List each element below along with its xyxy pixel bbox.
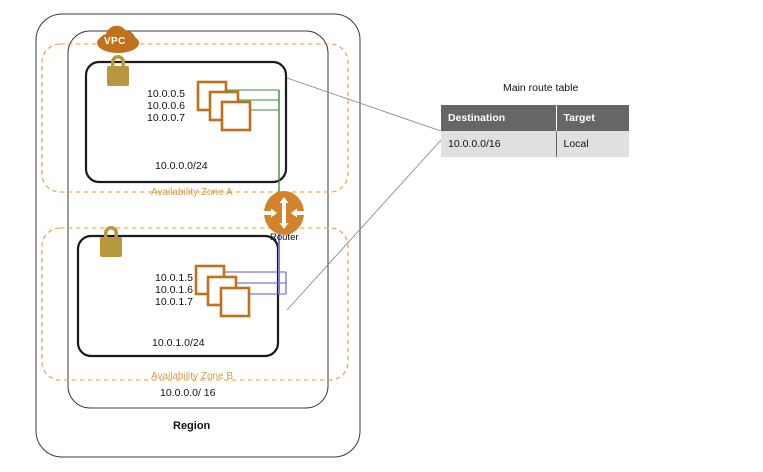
zone-b-instance-ip: 10.0.1.7: [155, 296, 193, 308]
table-header-row: Destination Target: [441, 105, 629, 131]
main-route-table: Destination Target 10.0.0.0/16 Local: [441, 105, 629, 157]
zone-b-instance-ip: 10.0.1.6: [155, 284, 193, 296]
route-table-title: Main route table: [503, 82, 579, 94]
vpc-boundary: [67, 30, 329, 409]
instance-icon: [219, 286, 251, 318]
zone-b-instance-ip: 10.0.1.5: [155, 272, 193, 284]
router-icon[interactable]: [264, 191, 304, 235]
subnet-b-box: [76, 234, 280, 358]
region-boundary: [35, 13, 361, 458]
zone-a-instance-ip: 10.0.0.7: [147, 112, 185, 124]
cell-target: Local: [556, 131, 629, 157]
zone-a-instances: [196, 80, 252, 132]
padlock-icon-b: [100, 226, 122, 257]
column-header-destination: Destination: [441, 105, 557, 131]
availability-zone-a-label: Availability Zone A: [151, 187, 233, 198]
table-row: 10.0.0.0/16 Local: [441, 131, 629, 157]
zone-a-instance-ip: 10.0.0.5: [147, 88, 185, 100]
route-table-leader-lines: [286, 77, 442, 311]
vpc-badge-label: VPC: [104, 36, 126, 47]
availability-zone-b-label: Availability Zone B: [151, 371, 234, 382]
column-header-target: Target: [556, 105, 629, 131]
cloud-icon: [97, 25, 139, 53]
availability-zone-a-boundary: [41, 43, 349, 193]
router-label: Router: [270, 232, 299, 243]
availability-zone-b-boundary: [41, 227, 349, 381]
zone-a-instance-ip: 10.0.0.6: [147, 100, 185, 112]
region-label: Region: [173, 420, 211, 432]
cell-destination: 10.0.0.0/16: [441, 131, 557, 157]
zone-a-connectors: [222, 89, 280, 201]
zone-b-instances: [194, 264, 251, 318]
vpc-cidr-label: 10.0.0.0/ 16: [160, 387, 216, 399]
subnet-b-cidr-label: 10.0.1.0/24: [152, 337, 205, 349]
instance-icon: [220, 100, 252, 132]
subnet-a-cidr-label: 10.0.0.0/24: [155, 160, 208, 172]
padlock-icon-a: [107, 55, 129, 86]
